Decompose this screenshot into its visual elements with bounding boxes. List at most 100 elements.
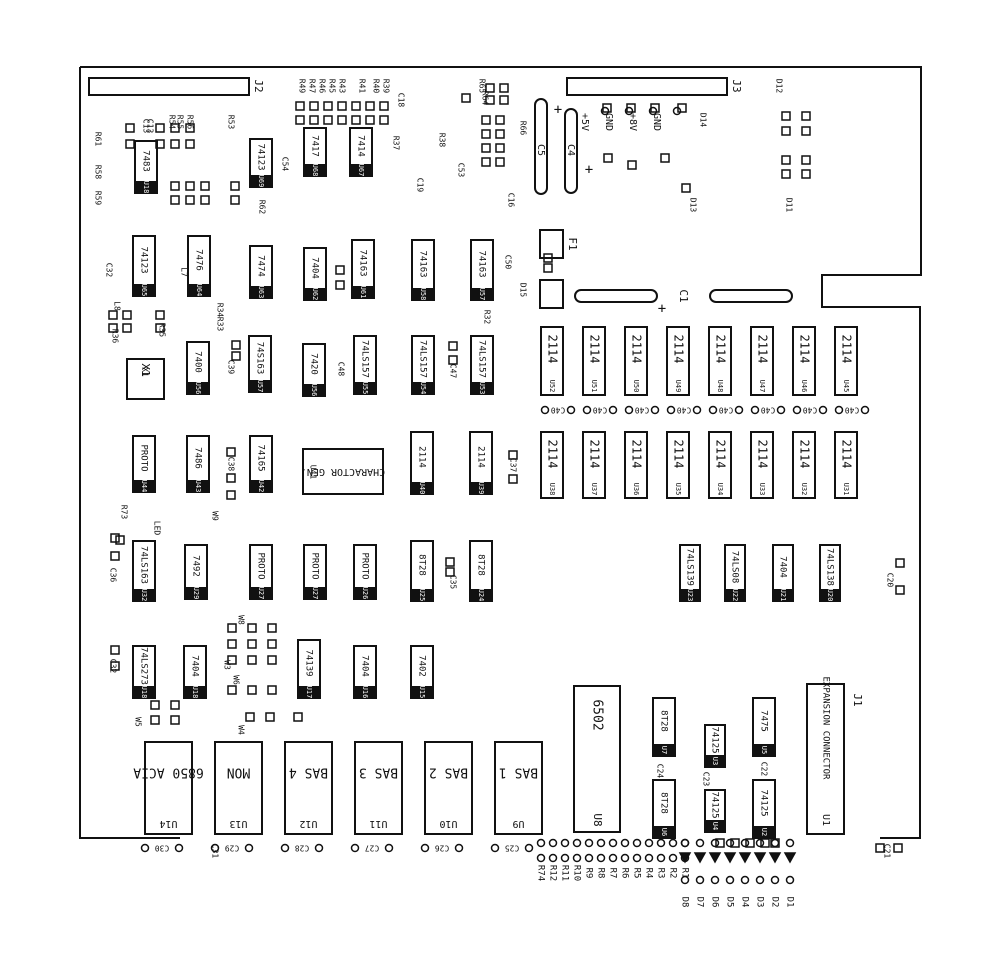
chip-part-label: 7404 [360,655,370,677]
component-label: W3 [223,660,232,670]
chip-ref-band [411,589,433,601]
component-label: W6 [232,675,241,685]
c1-capacitor-right [709,289,793,303]
chip-ref-label: U27 [311,587,319,600]
pad [155,310,165,320]
chip-ref-band [680,589,700,601]
chip-ref-band [187,382,209,394]
ram-part-label: 2114 [588,440,602,469]
component-label: C21 [883,844,892,859]
ram-ref-label: U51 [590,380,598,393]
chip-ref-band [470,482,492,494]
resistor-label: R8 [596,868,606,879]
chip-ref-label: U25 [418,589,426,602]
pad [536,838,546,848]
u41-part-label: CHARACTOR GEN. [301,466,385,477]
pad [672,106,682,116]
diode-symbol [678,852,692,864]
chip-ref-label: U56 [194,382,202,395]
chip-part-label: 7400 [193,351,203,373]
ram-chip [834,431,858,499]
ram-chip [750,326,774,396]
pad [227,639,237,649]
pad [624,106,634,116]
pad [893,843,903,853]
f1-fuse-bottom [539,279,564,309]
ram-chip [624,326,648,396]
cap-label: C40 [845,406,860,415]
rom-socket [284,741,333,835]
component-label: C23 [702,772,711,787]
ram-part-label: 2114 [714,335,728,364]
resistor-label: R7 [608,868,618,879]
component-label: D15 [519,283,528,298]
ram-ref-label: U35 [674,483,682,496]
pad [668,853,678,863]
pad [247,685,257,695]
component-label: C13 [142,119,151,134]
component-label: R62 [258,200,267,215]
component-label: C35 [449,575,458,590]
pad [115,535,125,545]
ram-part-label: 2114 [672,335,686,364]
component-label: R58 [94,165,103,180]
component-label: R66 [519,121,528,136]
component-label: C37 [509,458,518,473]
chip-ref-label: U53 [478,382,486,395]
chip-ref-label: U39 [477,482,485,495]
diode-label: D6 [710,897,720,908]
chip-ref-band [187,480,209,492]
chip-part-label: 74LS273 [139,647,149,685]
pad [584,853,594,863]
pad [108,310,118,320]
component-label: R46 [318,79,327,94]
pad [495,129,505,139]
chip-part-label: PROTO [256,552,266,579]
chip-ref-label: U2 [760,828,768,836]
pad [247,655,257,665]
ram-chip [750,431,774,499]
chip-ref-label: U57 [478,288,486,301]
chip-ref-band [185,587,207,599]
resistor-label: R9 [584,868,594,879]
component-label: C13 [146,119,155,134]
pad [692,405,702,415]
diode-symbol [738,852,752,864]
chip-part-label: 8T28 [476,554,486,576]
chip-ref-band [412,382,434,394]
diode-label: D4 [740,897,750,908]
pad [600,106,610,116]
pad [644,853,654,863]
pad [267,655,277,665]
chip-part-label: 74123 [256,143,266,170]
component-label: C32 [105,263,114,278]
pad [875,843,885,853]
pad [226,473,236,483]
j2-label: J2 [252,79,265,92]
component-label: LED [153,521,162,536]
chip-ref-band [298,686,320,698]
pad [632,838,642,848]
diode-symbol [753,852,767,864]
ram-part-label: 2114 [630,335,644,364]
pad [596,838,606,848]
pad [210,843,220,853]
chip-part-label: 8T28 [417,554,427,576]
pad [337,101,347,111]
component-label: C32 [109,659,118,674]
j1-label: J1 [851,693,864,706]
chip-part-label: PROTO [310,552,320,579]
component-label: W5 [134,717,143,727]
component-label: R73 [120,505,129,520]
pad [335,265,345,275]
component-label: C20 [886,573,895,588]
chip-ref-band [133,480,155,492]
chip-part-label: 74125 [759,789,769,816]
pad [337,115,347,125]
pad [481,143,491,153]
u1-label: U1 [820,814,831,826]
chip-part-label: 74163 [358,249,368,276]
chip-part-label: PROTO [139,444,149,471]
rom-part-label: BAS 2 [429,765,468,780]
pad [572,838,582,848]
